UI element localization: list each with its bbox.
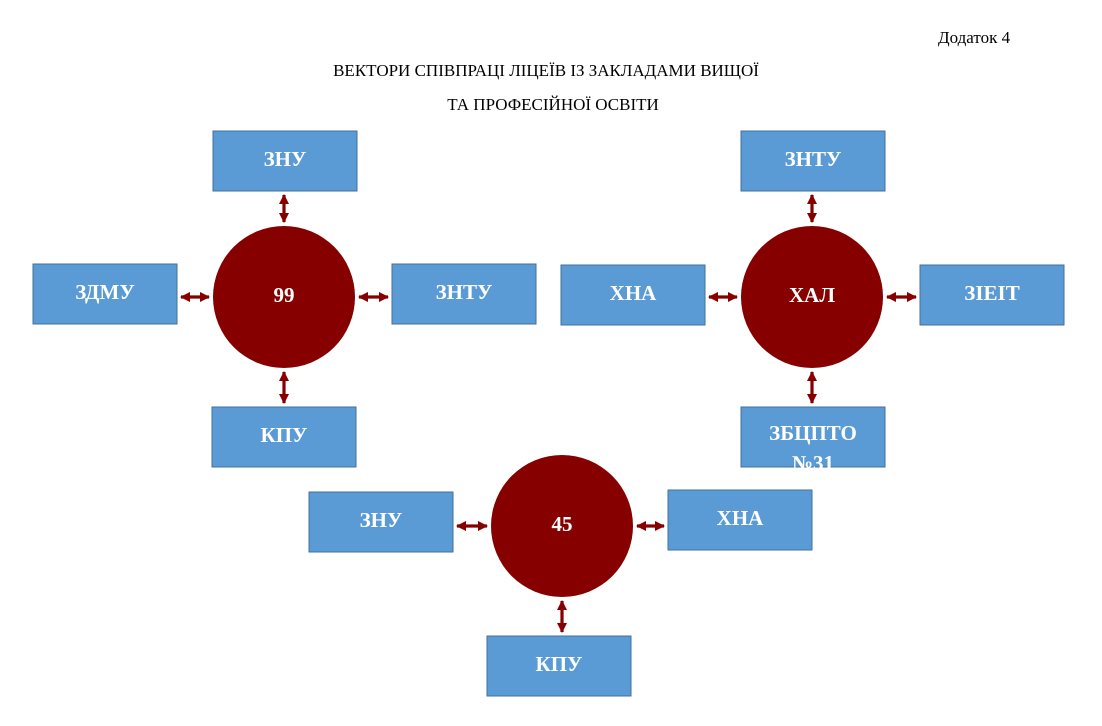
partner-node: ЗНТУ xyxy=(391,263,537,325)
partner-box xyxy=(667,489,813,551)
partner-label: ЗНТУ xyxy=(436,280,493,304)
diagram-title-line-2: ТА ПРОФЕСІЙНОЇ ОСВІТИ xyxy=(447,95,659,114)
partner-label: ЗДМУ xyxy=(75,280,134,304)
lyceum-circle xyxy=(491,455,633,597)
partner-node: ЗНУ xyxy=(212,130,358,192)
partner-label: ЗБЦПТО xyxy=(769,421,857,445)
partner-label: КПУ xyxy=(261,423,308,447)
lyceum-node: 99 xyxy=(213,226,355,368)
partner-node: ЗДМУ xyxy=(32,263,178,325)
partner-node: ЗНТУ xyxy=(740,130,886,192)
lyceum-node: 45 xyxy=(491,455,633,597)
partner-node: ЗІЕІТ xyxy=(919,264,1065,326)
partner-label: ХНА xyxy=(717,506,765,530)
partner-box xyxy=(212,130,358,192)
diagram-title-line-1: ВЕКТОРИ СПІВПРАЦІ ЛІЦЕЇВ ІЗ ЗАКЛАДАМИ ВИ… xyxy=(333,61,759,80)
partner-node: КПУ xyxy=(486,635,632,697)
partner-node: ХНА xyxy=(667,489,813,551)
partner-label: КПУ xyxy=(536,652,583,676)
appendix-label: Додаток 4 xyxy=(938,28,1011,47)
cluster-lyceum-45: ХНА КПУ ЗНУ 45 xyxy=(308,455,813,697)
cluster-lyceum-99: ЗНУ ЗНТУ КПУ ЗДМУ 99 xyxy=(32,130,537,468)
partner-box xyxy=(211,406,357,468)
partner-label: ЗНТУ xyxy=(785,147,842,171)
lyceum-label: 99 xyxy=(274,283,295,307)
partner-box xyxy=(560,264,706,326)
partner-box xyxy=(919,264,1065,326)
partner-box xyxy=(740,406,886,468)
partner-box xyxy=(308,491,454,553)
cluster-lyceum-hal: ЗНТУ ЗІЕІТ ЗБЦПТО №31 ХНА ХАЛ xyxy=(560,130,1065,475)
partner-node: КПУ xyxy=(211,406,357,468)
partner-node: ЗНУ xyxy=(308,491,454,553)
lyceum-label: 45 xyxy=(552,512,573,536)
partner-box xyxy=(32,263,178,325)
partner-node: ЗБЦПТО №31 xyxy=(740,406,886,475)
partner-box xyxy=(391,263,537,325)
partner-label: ЗНУ xyxy=(264,147,307,171)
lyceum-circle xyxy=(741,226,883,368)
partner-node: ХНА xyxy=(560,264,706,326)
lyceum-circle xyxy=(213,226,355,368)
partner-box xyxy=(740,130,886,192)
partner-label: ХНА xyxy=(610,281,658,305)
lyceum-label: ХАЛ xyxy=(789,283,835,307)
partner-label: №31 xyxy=(792,451,834,475)
partner-box xyxy=(486,635,632,697)
lyceum-node: ХАЛ xyxy=(741,226,883,368)
partner-label: ЗІЕІТ xyxy=(964,281,1019,305)
partner-label: ЗНУ xyxy=(360,508,403,532)
